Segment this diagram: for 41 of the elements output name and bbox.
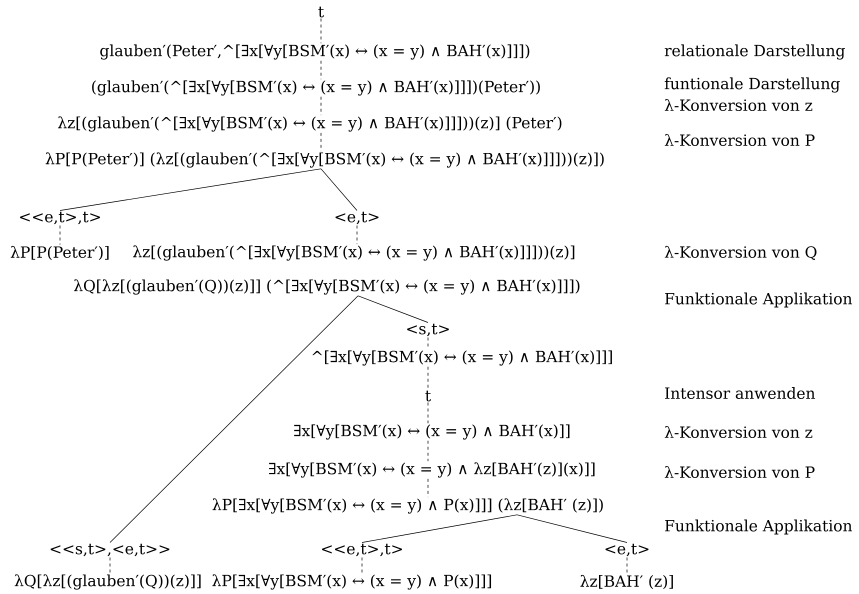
type-label: t: [425, 390, 431, 402]
type-label: t: [318, 6, 324, 18]
branch-line: [516, 514, 628, 543]
formula: ∃x[∀y[BSM′(x) ↔ (x = y) ∧ λz[BAH′(z)](x)]]: [269, 462, 595, 478]
formula: λP[∃x[∀y[BSM′(x) ↔ (x = y) ∧ P(x)]]]: [212, 574, 492, 590]
step-label: λ-Konversion von z: [664, 426, 812, 438]
formula: glauben′(Peter′,^[∃x[∀y[BSM′(x) ↔ (x = y) ∧ BAH′(x)]]]): [100, 44, 530, 60]
formula: λz[(glauben′(^[∃x[∀y[BSM′(x) ↔ (x = y) ∧ BAH′(x)]]]))(z)] (Peter′): [58, 116, 562, 132]
type-label: <<s,t>,<e,t>>: [50, 544, 170, 556]
branch-line: [60, 168, 322, 211]
dashed-line: [626, 557, 628, 574]
branch-line: [320, 168, 358, 211]
branch-line: [358, 295, 428, 323]
type-label: <<e,t>,t>: [20, 212, 100, 224]
formula: λP[P(Peter′)]: [10, 246, 109, 260]
type-label: <e,t>: [336, 212, 378, 224]
step-label: λ-Konversion von z: [664, 98, 812, 112]
formula: λQ[λz[(glauben′(Q))(z)]]: [14, 574, 201, 590]
formula: λz[(glauben′(^[∃x[∀y[BSM′(x) ↔ (x = y) ∧ BAH′(x)]]]))(z)]: [133, 245, 574, 261]
step-label: λ-Konversion von Q: [664, 246, 816, 260]
step-label: λ-Konversion von P: [664, 134, 815, 146]
formula: λQ[λz[(glauben′(Q))(z)]] (^[∃x[∀y[BSM′(x) ↔ (x = y) ∧ BAH′(x)]]]): [74, 279, 580, 295]
step-label: Funktionale Applikation: [665, 292, 852, 308]
formula: (glauben′(^[∃x[∀y[BSM′(x) ↔ (x = y) ∧ BAH′(x)]]])(Peter′)): [92, 80, 540, 96]
step-label: funtionale Darstellung: [664, 77, 840, 93]
step-label: Intensor anwenden: [665, 387, 816, 399]
formula: λP[P(Peter′)] (λz[(glauben′(^[∃x[∀y[BSM′(x) ↔ (x = y) ∧ BAH′(x)]]]))(z)]): [46, 152, 604, 168]
step-label: λ-Konversion von P: [664, 466, 815, 478]
type-label: <e,t>: [606, 544, 648, 556]
type-label: <<e,t>,t>: [322, 544, 402, 556]
dashed-line: [320, 18, 322, 44]
type-label: <s,t>: [407, 324, 449, 336]
dashed-line: [356, 225, 358, 245]
branch-line: [362, 514, 518, 543]
formula: ∃x[∀y[BSM′(x) ↔ (x = y) ∧ BAH′(x)]]: [294, 424, 570, 440]
formula: λP[∃x[∀y[BSM′(x) ↔ (x = y) ∧ P(x)]]] (λz[BAH′ (z)]): [212, 498, 603, 514]
formula: ^[∃x[∀y[BSM′(x) ↔ (x = y) ∧ BAH′(x)]]]: [312, 350, 612, 366]
formula: λz[BAH′ (z)]: [580, 574, 673, 590]
step-label: relationale Darstellung: [664, 44, 845, 60]
branch-line: [110, 295, 358, 543]
step-label: Funktionale Applikation: [665, 520, 852, 534]
